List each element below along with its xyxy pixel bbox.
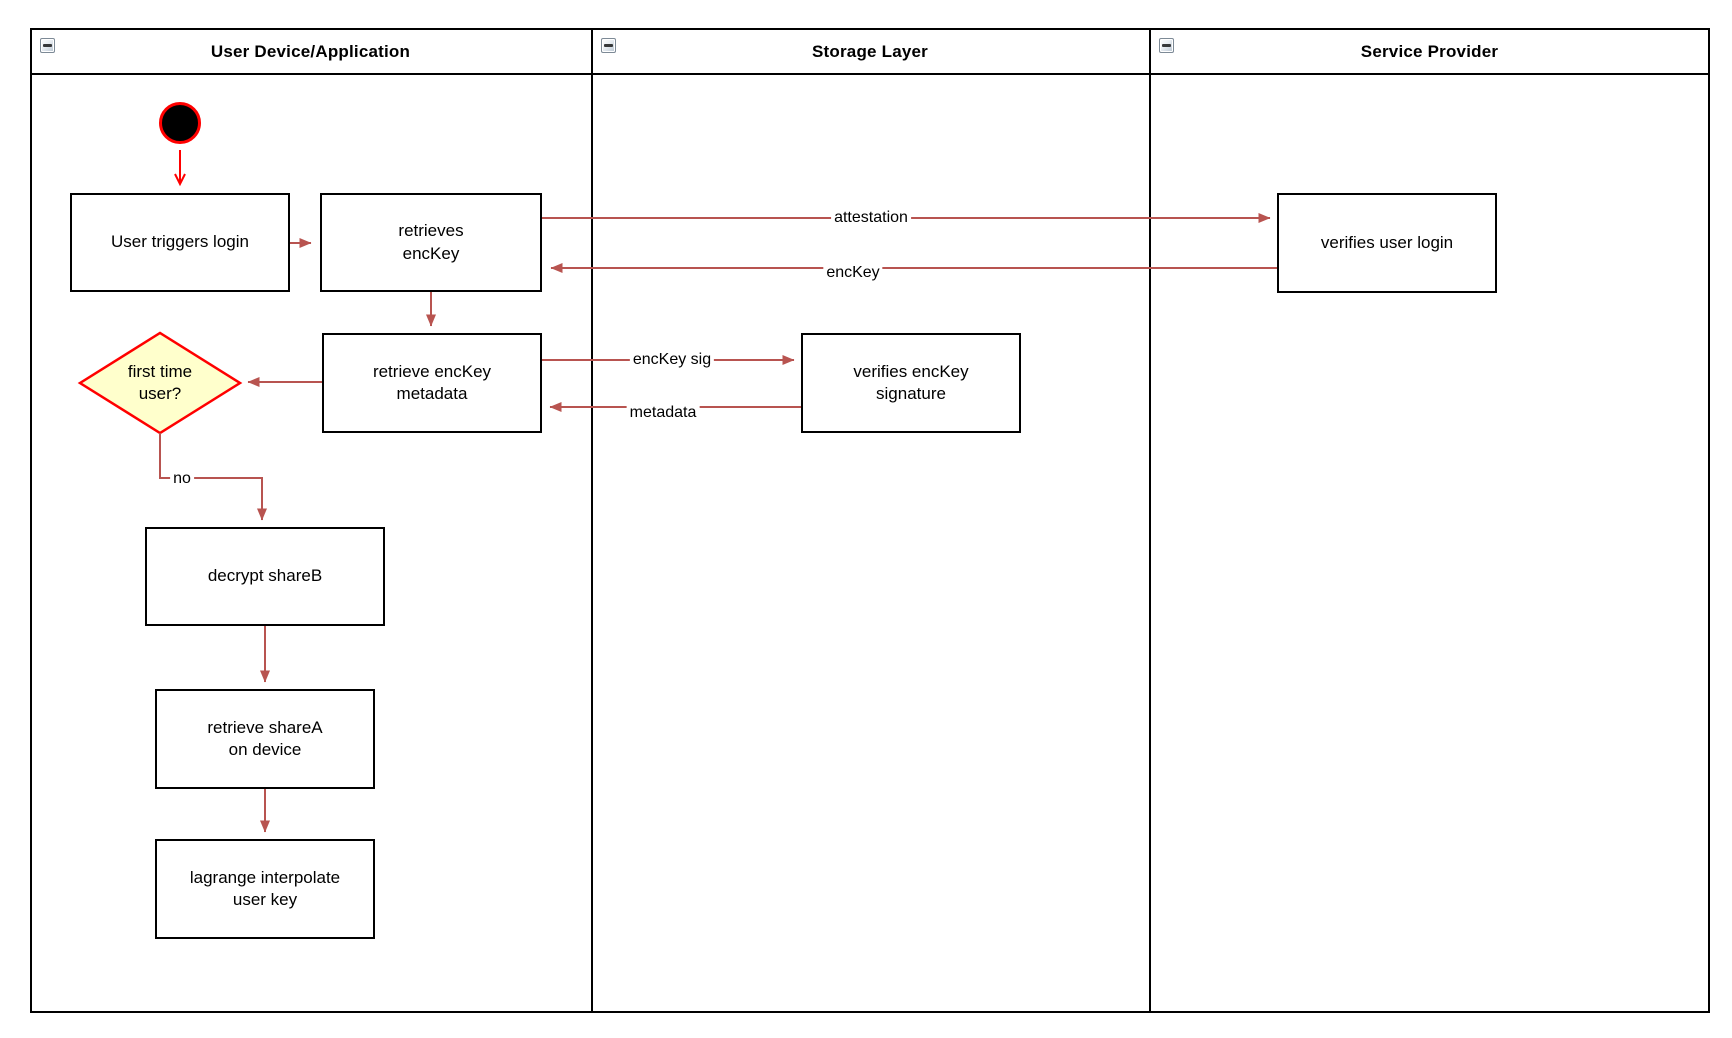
lane-title-user-device: User Device/Application	[210, 42, 411, 61]
pool-header-row	[30, 28, 1710, 75]
edge-label-enckey-sig: encKey sig	[629, 350, 715, 370]
collapse-lane-button-1[interactable]	[40, 38, 55, 53]
edge-label-metadata: metadata	[626, 403, 700, 423]
node-user-triggers-login[interactable]: User triggers login	[70, 193, 290, 292]
node-first-time-user-label: first time user?	[127, 361, 193, 403]
node-retrieve-sharea-on-device[interactable]: retrieve shareA on device	[155, 689, 375, 789]
lane-title-storage-layer: Storage Layer	[812, 42, 928, 61]
pool-border	[30, 28, 1710, 1013]
node-retrieve-enckey-metadata[interactable]: retrieve encKey metadata	[322, 333, 542, 433]
minus-icon	[43, 44, 52, 47]
lane-title-service-provider: Service Provider	[1360, 42, 1499, 61]
minus-icon	[604, 44, 613, 47]
start-node[interactable]	[159, 102, 201, 144]
edge-label-attestation: attestation	[831, 208, 911, 228]
node-lagrange-interpolate-user-key[interactable]: lagrange interpolate user key	[155, 839, 375, 939]
lane-separator-2	[1149, 28, 1151, 1013]
node-decrypt-shareb[interactable]: decrypt shareB	[145, 527, 385, 626]
node-verifies-user-login[interactable]: verifies user login	[1277, 193, 1497, 293]
minus-icon	[1162, 44, 1171, 47]
node-verifies-enckey-signature[interactable]: verifies encKey signature	[801, 333, 1021, 433]
collapse-lane-button-3[interactable]	[1159, 38, 1174, 53]
node-retrieves-enckey[interactable]: retrieves encKey	[320, 193, 542, 292]
edge-label-enckey: encKey	[823, 263, 883, 283]
edge-label-no: no	[170, 469, 194, 489]
lane-separator-1	[591, 28, 593, 1013]
collapse-lane-button-2[interactable]	[601, 38, 616, 53]
